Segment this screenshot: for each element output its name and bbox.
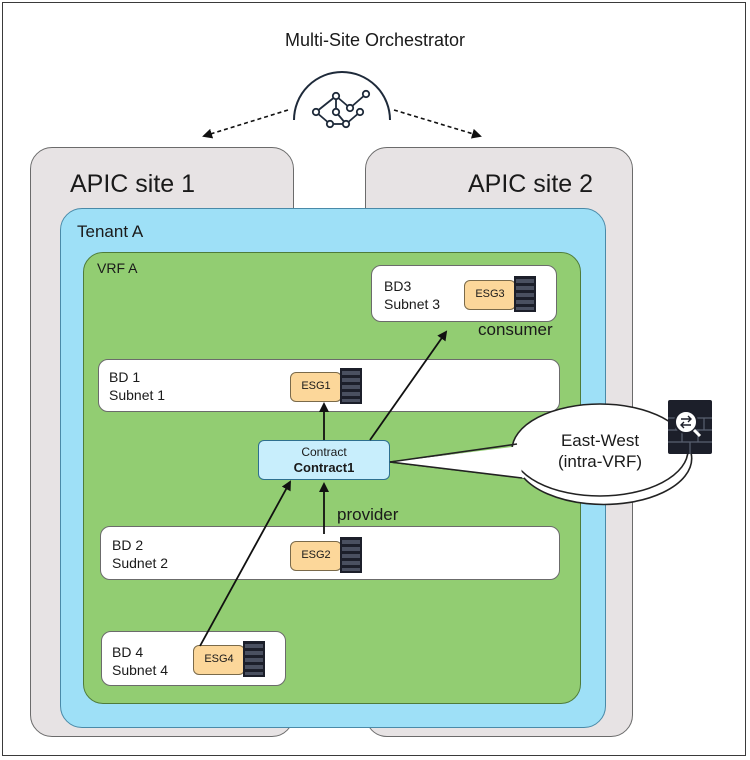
bd3-name: BD3	[384, 278, 412, 294]
bd4-subnet: Subnet 4	[112, 662, 169, 678]
contract-box: Contract Contract1	[258, 440, 390, 480]
esg1: ESG1	[290, 368, 362, 404]
orchestrator-to-site2-arrow	[393, 109, 482, 139]
server-stack-icon	[340, 368, 362, 404]
east-west-line2: (intra-VRF)	[557, 452, 643, 471]
bd1-name: BD 1	[109, 369, 141, 385]
consumer-label: consumer	[478, 320, 553, 339]
bd2-subnet: Sudnet 2	[112, 555, 169, 571]
server-stack-icon	[243, 641, 265, 677]
contract-to-esg3-arrow	[369, 330, 448, 441]
apic-site-1-title: APIC site 1	[70, 170, 196, 198]
apic-site-2-title: APIC site 2	[468, 170, 594, 198]
orchestrator-icon	[293, 71, 391, 129]
tenant-title: Tenant A	[77, 222, 144, 241]
orchestrator-title: Multi-Site Orchestrator	[284, 30, 466, 50]
esg1-label: ESG1	[290, 372, 342, 402]
esg3-label: ESG3	[464, 280, 516, 310]
bd2-name: BD 2	[112, 537, 144, 553]
vrf-title: VRF A	[97, 260, 138, 276]
server-stack-icon	[340, 537, 362, 573]
provider-label: provider	[337, 505, 399, 524]
bd3-subnet: Subnet 3	[384, 296, 441, 312]
firewall-icon	[668, 400, 712, 454]
esg4: ESG4	[193, 641, 265, 677]
orchestrator-to-site1-arrow	[202, 109, 289, 139]
esg2-label: ESG2	[290, 541, 342, 571]
esg3: ESG3	[464, 276, 536, 312]
bd4-name: BD 4	[112, 644, 144, 660]
contract-label: Contract	[301, 445, 347, 459]
esg4-to-contract-arrow	[199, 480, 291, 647]
bd1-subnet: Subnet 1	[109, 387, 166, 403]
contract-name: Contract1	[293, 460, 355, 475]
east-west-line1: East-West	[560, 431, 640, 450]
esg2: ESG2	[290, 537, 362, 573]
server-stack-icon	[514, 276, 536, 312]
